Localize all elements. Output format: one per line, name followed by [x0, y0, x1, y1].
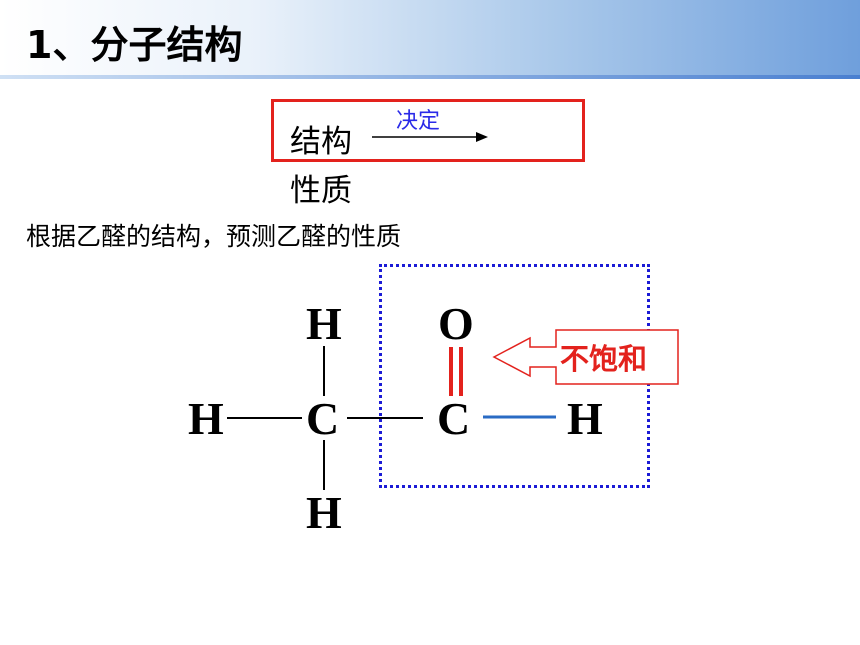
atom-h-right: H — [567, 393, 603, 444]
header-underline — [0, 75, 860, 79]
property-word: 性质 — [290, 173, 352, 209]
callout-arrow-icon — [492, 329, 679, 385]
prompt-text: 根据乙醛的结构，预测乙醛的性质 — [26, 222, 402, 251]
header-band — [0, 0, 860, 78]
atom-h-top: H — [306, 298, 342, 349]
atom-c-methyl: C — [306, 393, 340, 444]
unsaturated-label: 不饱和 — [560, 342, 648, 376]
determines-arrow-icon — [372, 132, 488, 142]
atom-h-bottom: H — [306, 487, 342, 538]
slide-title: 1、分子结构 — [26, 23, 243, 67]
structure-property-box — [271, 99, 585, 162]
determines-label: 决定 — [396, 109, 441, 134]
atom-c-carbonyl: C — [437, 393, 471, 444]
structure-word: 结构 — [290, 124, 352, 160]
atom-h-left: H — [188, 393, 224, 444]
atom-o: O — [438, 298, 474, 349]
